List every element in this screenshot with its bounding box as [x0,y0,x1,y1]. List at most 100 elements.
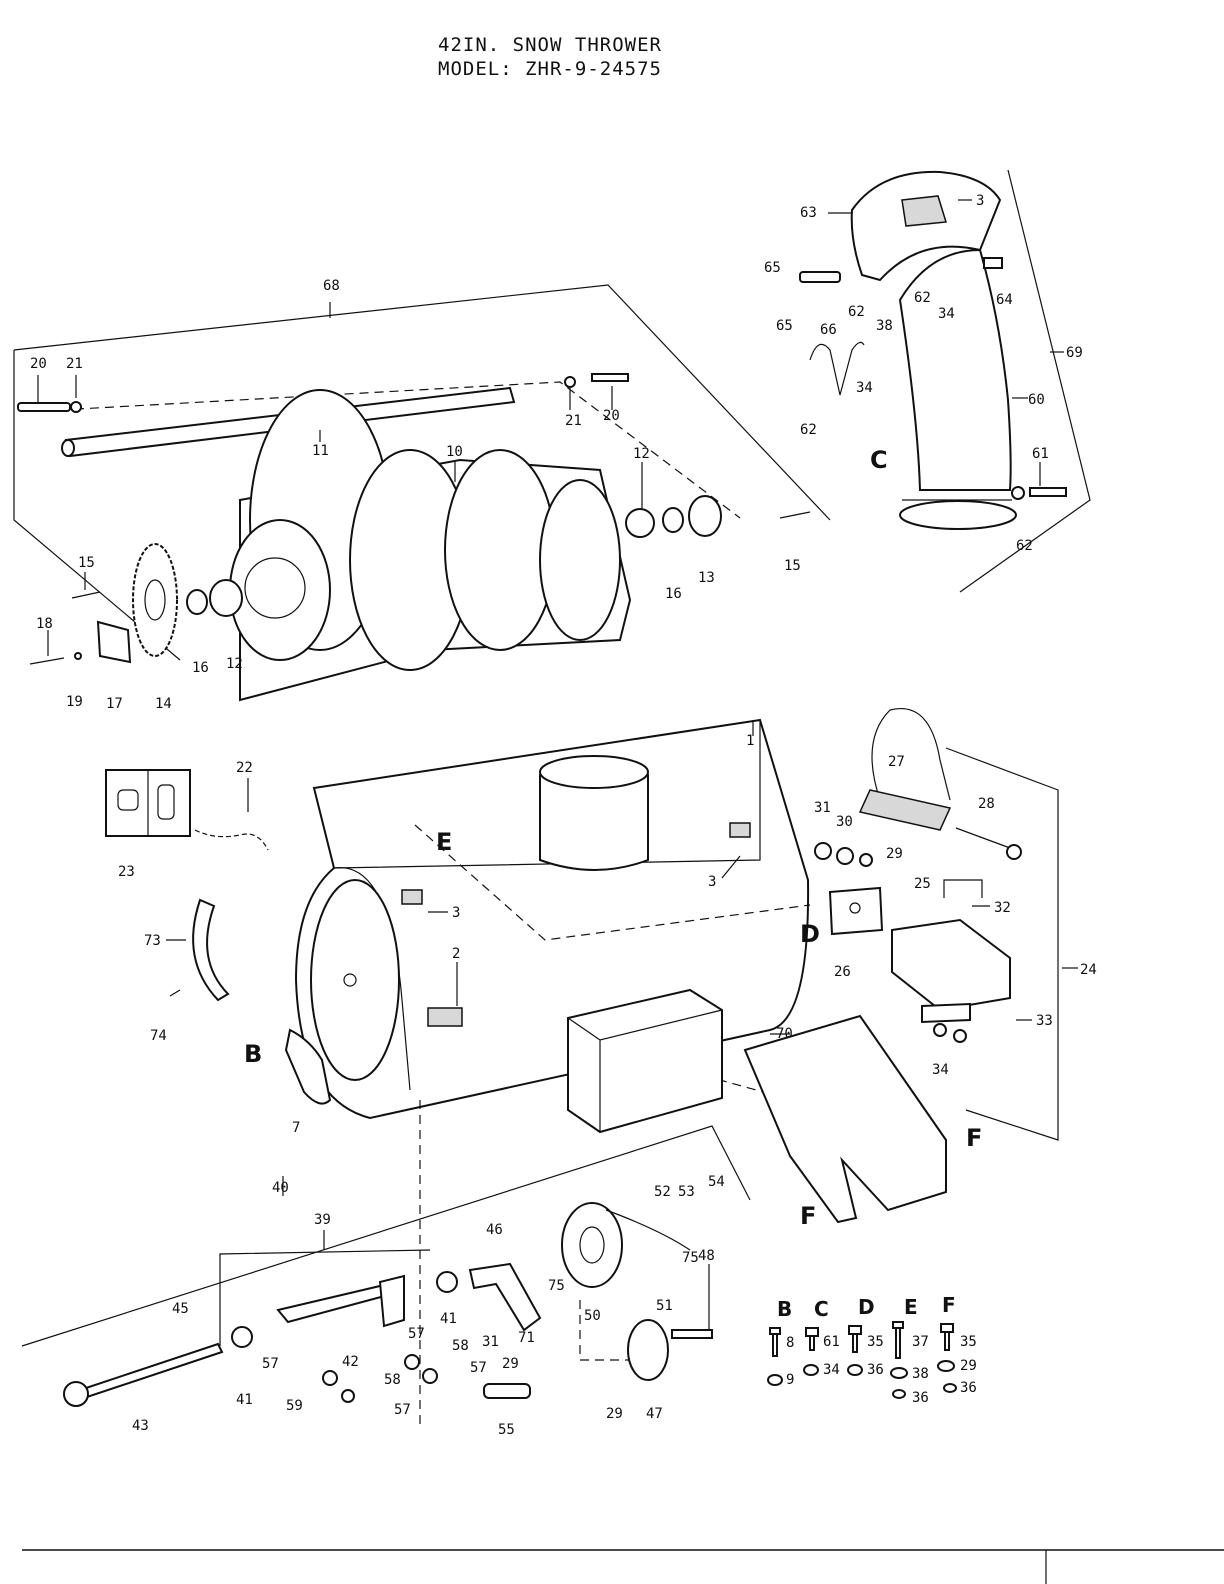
callout-31: 31 [482,1334,499,1350]
callout-59: 59 [286,1398,303,1414]
callout-60: 60 [1028,392,1045,408]
callout-65: 65 [776,318,793,334]
callout-57: 57 [394,1402,411,1418]
e-alignment-line [414,824,811,941]
callout-33: 33 [1036,1013,1053,1029]
callout-20: 20 [30,356,47,372]
callout-75: 75 [548,1278,565,1294]
ref-letter-c: C [870,446,888,474]
callout-62: 62 [800,422,817,438]
callout-62: 62 [914,290,931,306]
callout-39: 39 [314,1212,331,1228]
callout-34: 34 [856,380,873,396]
callout-29: 29 [606,1406,623,1422]
housing-chute-ring [539,755,649,871]
callout-47: 47 [646,1406,663,1422]
key-c-nut: 34 [823,1362,840,1378]
callout-57: 57 [408,1326,425,1342]
bracket-line-40 [21,1125,751,1347]
pin-64 [983,257,1003,269]
callout-61: 61 [1032,446,1049,462]
screw-74 [169,989,181,997]
callout-31: 31 [814,800,831,816]
callout-62: 62 [1016,538,1033,554]
callout-57: 57 [470,1360,487,1376]
callout-29: 29 [886,846,903,862]
bracket-17 [96,620,132,664]
bolt-icon [769,1321,954,1359]
callout-75: 75 [682,1250,699,1266]
callout-70: 70 [776,1026,793,1042]
bushing-41-left [231,1326,253,1348]
bracket-39 [378,1274,405,1328]
auger-spiral [229,389,632,702]
callout-58: 58 [384,1372,401,1388]
pulley-50 [561,1202,623,1288]
ref-letter-b: B [244,1040,262,1068]
nut-31 [814,842,832,860]
key-f-nut: 36 [960,1380,977,1396]
callout-14: 14 [155,696,172,712]
key-letter-c: C [814,1297,829,1321]
callout-22: 22 [236,760,253,776]
bracket-line-69 [959,169,1091,593]
callout-41: 41 [236,1392,253,1408]
callout-74: 74 [150,1028,167,1044]
callout-15: 15 [78,555,95,571]
key-letter-e: E [904,1295,918,1319]
washer-29 [859,853,873,867]
u-bolt-32 [943,879,983,898]
key-c-bolt: 61 [823,1334,840,1350]
callout-34: 34 [938,306,955,322]
shield-70 [743,1014,947,1224]
callout-21: 21 [66,356,83,372]
lever-46 [468,1262,542,1332]
callout-63: 63 [800,205,817,221]
callout-53: 53 [678,1184,695,1200]
callout-19: 19 [66,694,83,710]
callout-labels: 68 20 21 21 20 11 10 12 16 13 15 15 18 1… [30,193,1097,1438]
bracket-26 [828,886,884,936]
callout-48: 48 [698,1248,715,1264]
callout-51: 51 [656,1298,673,1314]
callout-leaders [37,199,1078,1330]
idler-alignment-line [579,1300,640,1361]
hitch-handle-27 [858,708,952,831]
callout-42: 42 [342,1354,359,1370]
callout-21: 21 [565,413,582,429]
label-3-left [401,889,423,905]
key-e-nut: 36 [912,1390,929,1406]
chute-assembly-group [799,169,1091,593]
callout-26: 26 [834,964,851,980]
callout-16: 16 [665,586,682,602]
callout-46: 46 [486,1222,503,1238]
callout-17: 17 [106,696,123,712]
key-letter-b: B [777,1297,792,1321]
chute-body [898,248,1017,530]
key-d-nut: 36 [867,1362,884,1378]
key-b-nut: 9 [786,1372,794,1388]
callout-52: 52 [654,1184,671,1200]
key-d-bolt: 35 [867,1334,884,1350]
key-e-bolt: 37 [912,1334,929,1350]
callout-66: 66 [820,322,837,338]
callout-69: 69 [1066,345,1083,361]
callout-73: 73 [144,933,161,949]
callout-34: 34 [932,1062,949,1078]
bracket-line-24 [945,747,1059,1141]
shaft-alignment-line [59,381,741,519]
callout-3: 3 [452,905,460,921]
key-e-washer: 38 [912,1366,929,1382]
callout-45: 45 [172,1301,189,1317]
callout-30: 30 [836,814,853,830]
callout-38: 38 [876,318,893,334]
callout-68: 68 [323,278,340,294]
auger-assembly-group [13,284,831,702]
drive-linkage-group [21,1100,751,1430]
chain-22 [194,829,269,851]
eye-bolt-28 [955,827,1022,860]
ref-letter-f-left: F [800,1202,816,1230]
key-f-washer: 29 [960,1358,977,1374]
callout-57: 57 [262,1356,279,1372]
ref-letter-d: D [800,920,820,948]
